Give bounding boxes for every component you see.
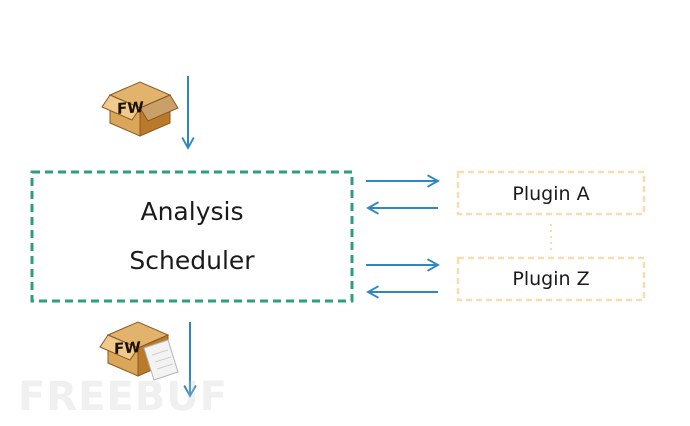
watermark: FREEBUF <box>18 374 229 420</box>
scheduler-title-line2: Scheduler <box>129 246 255 275</box>
plugin-z-label: Plugin Z <box>512 268 590 290</box>
plugin-a-label: Plugin A <box>512 183 590 205</box>
firmware-box-icon-bottom <box>99 321 179 381</box>
plugin-a-box <box>456 170 646 216</box>
analysis-scheduler-box <box>30 170 354 303</box>
plugin-z-box <box>456 256 646 302</box>
scheduler-title-line1: Analysis <box>140 197 244 226</box>
firmware-label-bottom: FW <box>114 338 141 358</box>
firmware-label-top: FW <box>117 98 144 118</box>
document-icon <box>143 339 179 381</box>
firmware-box-icon-top <box>101 81 179 137</box>
